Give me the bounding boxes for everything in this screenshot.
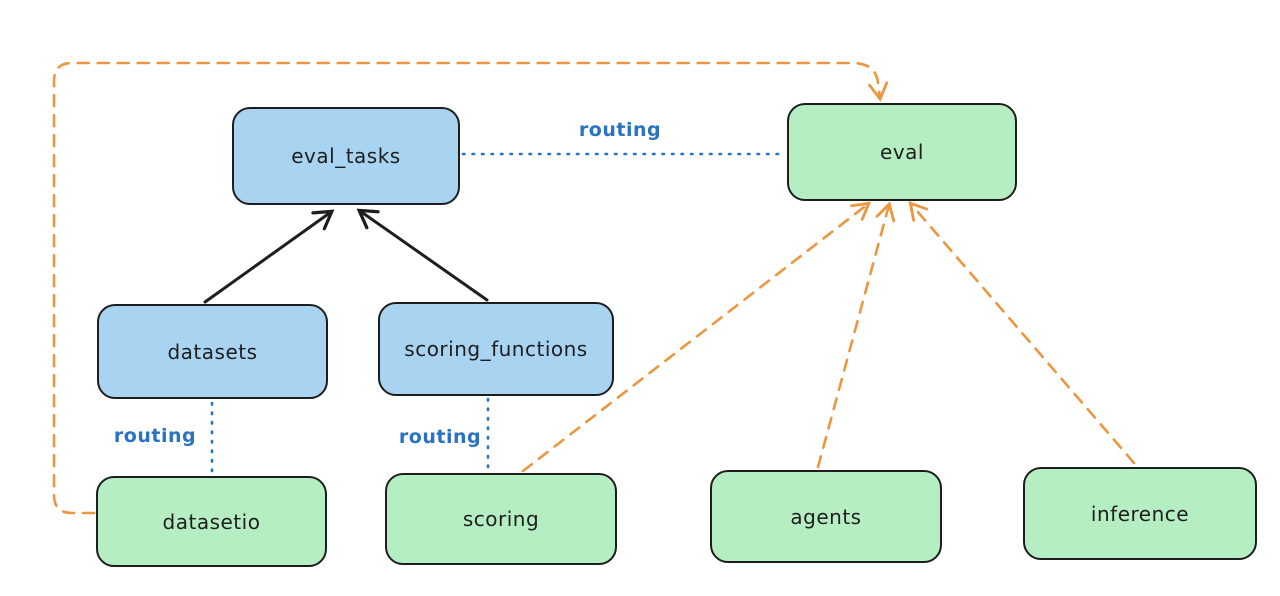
node-scoring-functions-label: scoring_functions bbox=[404, 337, 588, 361]
node-eval-tasks-label: eval_tasks bbox=[291, 144, 401, 168]
node-scoring: scoring bbox=[385, 473, 617, 565]
node-scoring-label: scoring bbox=[462, 507, 540, 531]
node-agents: agents bbox=[710, 470, 942, 563]
node-scoring-functions: scoring_functions bbox=[378, 302, 614, 396]
node-datasets: datasets bbox=[97, 304, 328, 399]
node-datasets-label: datasets bbox=[167, 339, 258, 364]
node-datasetio-label: datasetio bbox=[162, 509, 261, 534]
edge-label-routing-top: routing bbox=[578, 119, 662, 141]
node-datasetio: datasetio bbox=[96, 476, 327, 567]
node-eval: eval bbox=[787, 103, 1017, 201]
node-eval-tasks: eval_tasks bbox=[232, 107, 460, 205]
edge-inference-to-eval bbox=[908, 201, 1136, 465]
edge-label-routing-left: routing bbox=[113, 425, 197, 447]
node-eval-label: eval bbox=[880, 140, 924, 164]
edge-agents-to-eval bbox=[816, 201, 896, 469]
edge-datasetio-to-eval bbox=[52, 61, 889, 515]
edge-scoring-functions-to-eval-tasks bbox=[356, 208, 489, 302]
node-agents-label: agents bbox=[790, 504, 862, 529]
edge-label-routing-middle: routing bbox=[398, 426, 482, 448]
node-inference-label: inference bbox=[1090, 501, 1190, 526]
node-inference: inference bbox=[1023, 467, 1257, 560]
edge-datasets-to-eval-tasks bbox=[203, 209, 335, 304]
edge-scoring-to-eval bbox=[521, 201, 872, 473]
